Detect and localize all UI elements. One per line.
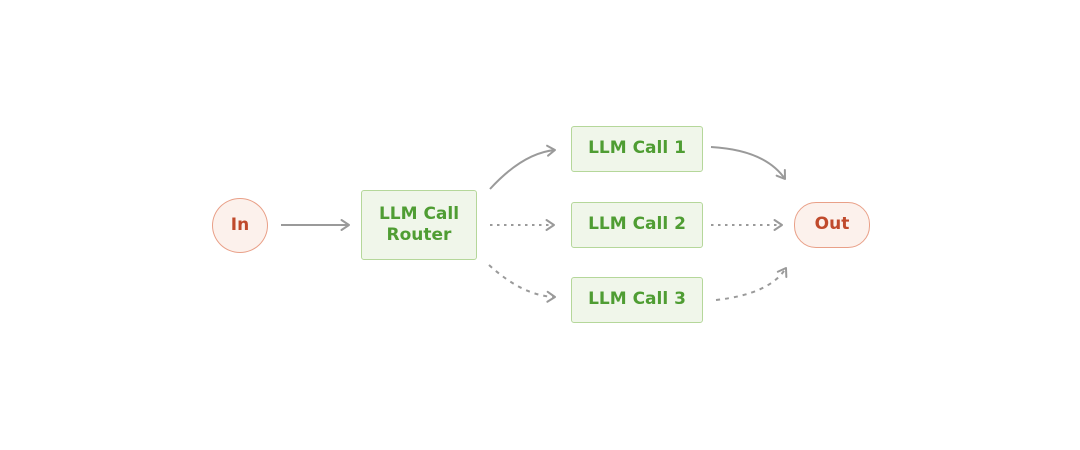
node-input[interactable]: In — [212, 198, 268, 253]
node-llm-call-router-label: LLM Call Router — [378, 203, 460, 245]
node-llm-call-3-label: LLM Call 3 — [588, 289, 686, 310]
node-llm-call-1-label: LLM Call 1 — [588, 138, 686, 159]
edge-router-to-call1 — [489, 144, 556, 190]
edge-router-to-call3 — [488, 264, 556, 303]
node-llm-call-2[interactable]: LLM Call 2 — [571, 202, 703, 248]
node-llm-call-1[interactable]: LLM Call 1 — [571, 126, 703, 172]
edge-call3-to-out — [715, 267, 788, 301]
node-llm-call-3[interactable]: LLM Call 3 — [571, 277, 703, 323]
node-llm-call-router[interactable]: LLM Call Router — [361, 190, 477, 260]
node-llm-call-2-label: LLM Call 2 — [588, 214, 686, 235]
node-output-label: Out — [814, 214, 850, 235]
edge-call1-to-out — [710, 146, 786, 180]
node-output[interactable]: Out — [794, 202, 870, 248]
node-input-label: In — [230, 214, 250, 235]
